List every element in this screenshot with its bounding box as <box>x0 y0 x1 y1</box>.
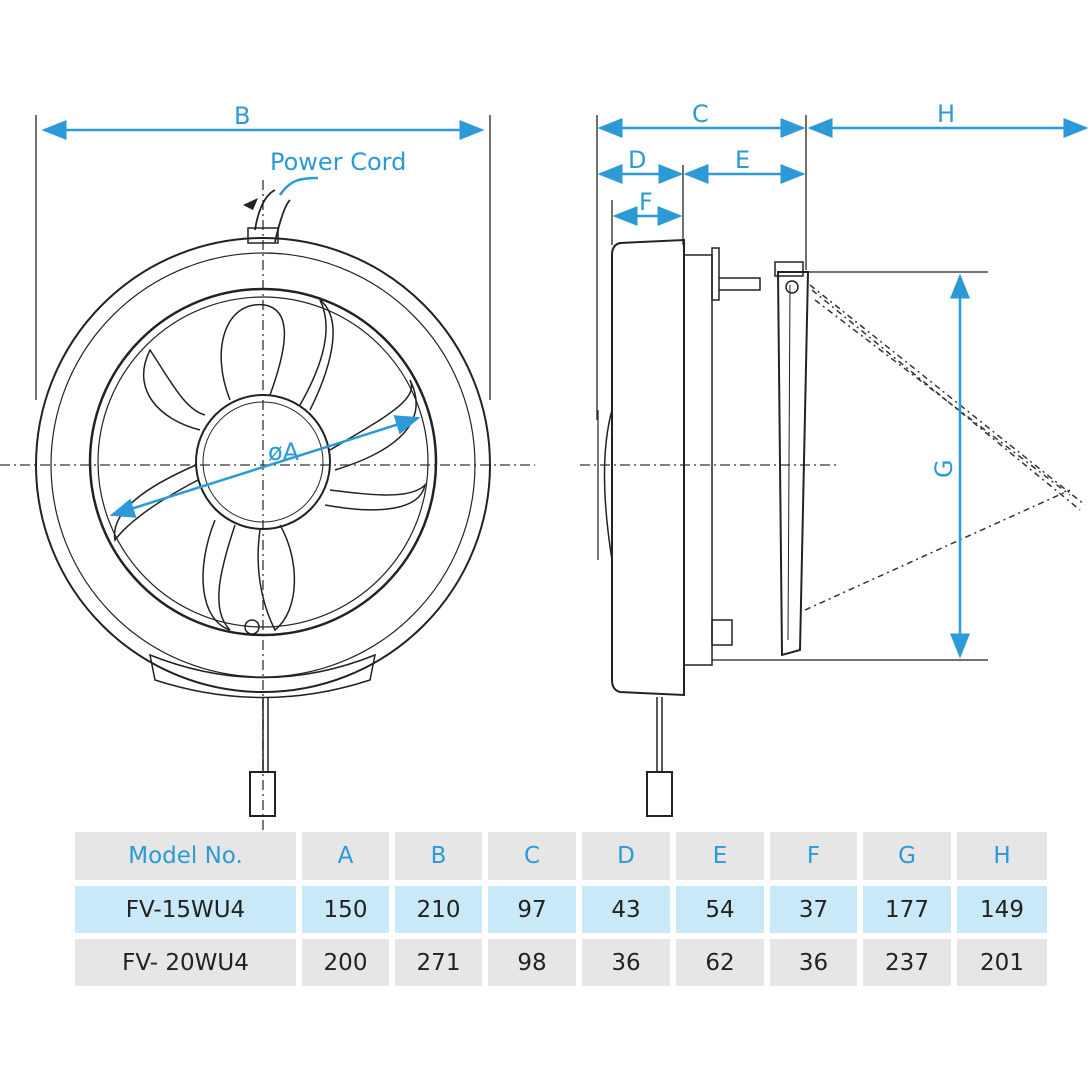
row2-e: 62 <box>676 939 764 986</box>
row1-model: FV-15WU4 <box>75 886 296 933</box>
header-h: H <box>957 832 1047 880</box>
row1-c: 97 <box>488 886 576 933</box>
dimension-a-line <box>109 415 421 518</box>
row2-h: 201 <box>957 939 1047 986</box>
row2-a: 200 <box>302 939 389 986</box>
row2-f: 36 <box>770 939 857 986</box>
shutter-open-outline <box>804 284 1086 611</box>
row1-e: 54 <box>676 886 764 933</box>
technical-drawing: B Power Cord øA <box>0 100 1089 830</box>
front-extension-lines <box>35 115 491 400</box>
row1-g: 177 <box>863 886 951 933</box>
row2-g: 237 <box>863 939 951 986</box>
dimension-table: Model No. A B C D E F G H FV-15WU4 150 2… <box>75 832 1047 986</box>
header-model: Model No. <box>75 832 296 880</box>
side-view <box>597 238 988 817</box>
header-b: B <box>395 832 482 880</box>
header-e: E <box>676 832 764 880</box>
label-f: F <box>639 188 653 216</box>
row2-model: FV- 20WU4 <box>75 939 296 986</box>
row2-d: 36 <box>582 939 670 986</box>
row1-f: 37 <box>770 886 857 933</box>
header-a: A <box>302 832 389 880</box>
centerlines <box>0 180 840 830</box>
row1-d: 43 <box>582 886 670 933</box>
row1-b: 210 <box>395 886 482 933</box>
label-h: H <box>937 100 955 128</box>
row2-b: 271 <box>395 939 482 986</box>
label-g: G <box>930 459 958 478</box>
label-b: B <box>234 102 250 130</box>
label-power-cord: Power Cord <box>270 148 406 176</box>
cord-direction-arrow-icon <box>243 198 258 210</box>
power-cord-leader <box>278 176 319 196</box>
label-e: E <box>735 146 750 174</box>
label-c: C <box>692 100 709 128</box>
row1-h: 149 <box>957 886 1047 933</box>
row2-c: 98 <box>488 939 576 986</box>
row1-a: 150 <box>302 886 389 933</box>
header-d: D <box>582 832 670 880</box>
header-f: F <box>770 832 857 880</box>
label-a: øA <box>268 438 300 466</box>
label-d: D <box>628 146 646 174</box>
header-g: G <box>863 832 951 880</box>
header-c: C <box>488 832 576 880</box>
